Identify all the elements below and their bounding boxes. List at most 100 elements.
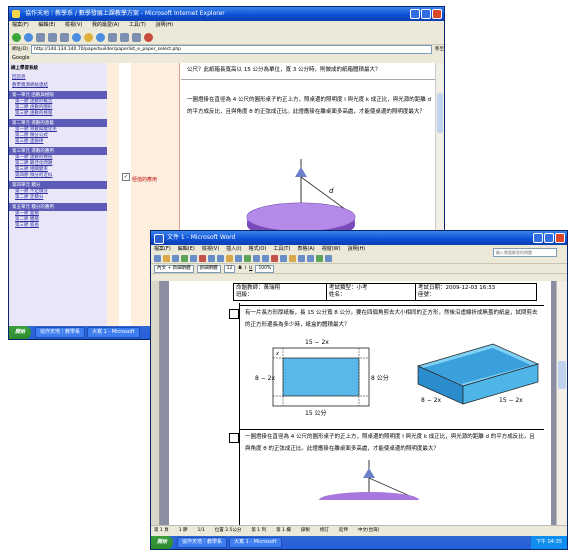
media-icon[interactable] [96,32,105,42]
ie-scroll-thumb[interactable] [437,93,443,133]
print-icon[interactable] [132,32,141,42]
word-menu-item[interactable]: 插入(I) [226,246,242,252]
toolbar-button-icon[interactable] [154,255,161,262]
word-menu-item[interactable]: 視窗(W) [321,246,341,252]
sidebar-item[interactable]: 第一節 函數的概念 [15,99,53,104]
sidebar-item[interactable]: 第二節 函數的圖形 [15,105,53,110]
word-menu-item[interactable]: 表格(A) [297,246,315,252]
word-taskbar-item-word[interactable]: 大寫 1 - Microsoft [229,537,282,548]
style-dropdown[interactable]: 內文 + 新細明體 [154,264,194,273]
menu-file[interactable]: 檔案(F) [12,22,29,28]
toolbar-button-icon[interactable] [199,255,206,262]
mail-icon[interactable] [120,32,129,42]
sidebar-item[interactable]: 第二節 微分公式 [15,133,48,138]
toolbar-button-icon[interactable] [208,255,215,262]
toolbar-button-icon[interactable] [190,255,197,262]
toolbar-button-icon[interactable] [271,255,278,262]
sidebar-item[interactable]: 第一節 面積 [15,211,39,216]
ie-title-bar[interactable]: 協作天地｜教學系 / 數學發展上課教學方案 - Microsoft Intern… [9,7,444,21]
font-size-dropdown[interactable]: 12 [223,264,236,273]
search-icon[interactable] [72,32,81,42]
ie-vertical-scrollbar[interactable] [435,63,444,326]
toolbar-button-icon[interactable] [253,255,260,262]
question-checkbox[interactable]: ✓ [122,173,130,181]
toolbar-button-icon[interactable] [226,255,233,262]
edit-icon[interactable] [144,32,153,42]
maximize-button[interactable] [421,9,431,19]
document-page[interactable]: 命題教師：黃瑞翔 班級： 考試類型：小考 姓名： 考試日期：2009-12-03… [169,281,551,526]
go-button[interactable]: 移至 [435,47,444,52]
bold-button[interactable]: B [238,266,242,271]
sidebar-item[interactable]: 第二節 定積分 [15,195,44,200]
word-maximize-button[interactable] [544,233,554,243]
zoom-dropdown[interactable]: 100% [255,264,275,273]
word-title-bar[interactable]: 文件 1 - Microsoft Word [151,231,567,245]
sidebar-section-4[interactable]: 第四單元 積分 [9,181,107,189]
word-menu-item[interactable]: 編輯(E) [177,246,195,252]
sidebar-link-home[interactable]: 回首頁 [12,75,26,80]
google-label[interactable]: Google [12,55,30,61]
stop-icon[interactable] [36,32,45,42]
taskbar-item-ie[interactable]: 協作天地｜教學系 [35,327,86,338]
minimize-button[interactable] [410,9,420,19]
toolbar-button-icon[interactable] [217,255,224,262]
font-dropdown[interactable]: 新細明體 [196,264,221,273]
menu-edit[interactable]: 編輯(E) [38,22,56,28]
sidebar-item[interactable]: 第三節 弧長 [15,223,39,228]
sidebar-item[interactable]: 第二節 體積 [15,217,39,222]
menu-tools[interactable]: 工具(T) [128,22,146,28]
word-menu-item[interactable]: 說明(H) [347,246,366,252]
toolbar-button-icon[interactable] [262,255,269,262]
sidebar-item[interactable]: 第三節 函數的極限 [15,111,53,116]
toolbar-button-icon[interactable] [307,255,314,262]
sidebar-section-1[interactable]: 第一單元 函數與極限 [9,91,107,99]
sidebar-section-3[interactable]: 第三單元 導數的應用 [9,147,107,155]
word-menu-item[interactable]: 工具(T) [273,246,291,252]
favorites-icon[interactable] [84,32,93,42]
sidebar-item[interactable]: 第一節 導數與變化率 [15,127,57,132]
word-taskbar-item-ie[interactable]: 協作天地｜教學系 [177,537,228,548]
back-icon[interactable] [12,32,21,42]
toolbar-button-icon[interactable] [163,255,170,262]
sidebar-section-5[interactable]: 第五單元 積分的應用 [9,203,107,211]
sidebar-item[interactable]: 第三節 連鎖律 [15,139,44,144]
address-input[interactable]: http://140.134.140.70/paperbuilder/paper… [30,45,432,54]
word-window[interactable]: 文件 1 - Microsoft Word 檔案(F) 編輯(E) 檢視(V) 插入(… [150,230,568,550]
sidebar-item[interactable]: 第一節 不定積分 [15,189,48,194]
underline-button[interactable]: U [249,266,253,271]
toolbar-button-icon[interactable] [325,255,332,262]
history-icon[interactable] [108,32,117,42]
menu-favorites[interactable]: 我的最愛(A) [91,22,120,28]
italic-button[interactable]: I [244,266,247,271]
sidebar-section-2[interactable]: 第二單元 導數的意義 [9,119,107,127]
forward-icon[interactable] [24,32,33,42]
toolbar-button-icon[interactable] [244,255,251,262]
toolbar-button-icon[interactable] [280,255,287,262]
toolbar-button-icon[interactable] [289,255,296,262]
close-button[interactable] [432,9,442,19]
word-menu-item[interactable]: 檢視(V) [201,246,220,252]
sidebar-item[interactable]: 第三節 相關變率 [15,167,48,172]
toolbar-button-icon[interactable] [235,255,242,262]
toolbar-button-icon[interactable] [172,255,179,262]
refresh-icon[interactable] [48,32,57,42]
toolbar-button-icon[interactable] [298,255,305,262]
toolbar-button-icon[interactable] [316,255,323,262]
home-icon[interactable] [60,32,69,42]
word-close-button[interactable] [555,233,565,243]
toolbar-button-icon[interactable] [181,255,188,262]
taskbar-item-word[interactable]: 大寫 1 - Microsoft [87,327,140,338]
sidebar-link-resources[interactable]: 教學資源網站連結 [12,83,48,88]
word-vertical-scrollbar[interactable] [556,281,567,526]
menu-help[interactable]: 說明(H) [155,22,174,28]
sidebar-item[interactable]: 第一節 函數的極值 [15,155,53,160]
word-menu-item[interactable]: 格式(O) [248,246,267,252]
word-menu-item[interactable]: 檔案(F) [154,246,171,252]
word-start-button[interactable]: 開始 [151,536,174,549]
help-search-input[interactable]: 輸入需要解答的問題 [493,248,557,257]
sidebar-item[interactable]: 第四節 微分的近似 [15,173,53,178]
menu-view[interactable]: 檢視(V) [65,22,83,28]
start-button[interactable]: 開始 [9,326,32,339]
word-minimize-button[interactable] [533,233,543,243]
word-scroll-thumb[interactable] [558,361,566,389]
